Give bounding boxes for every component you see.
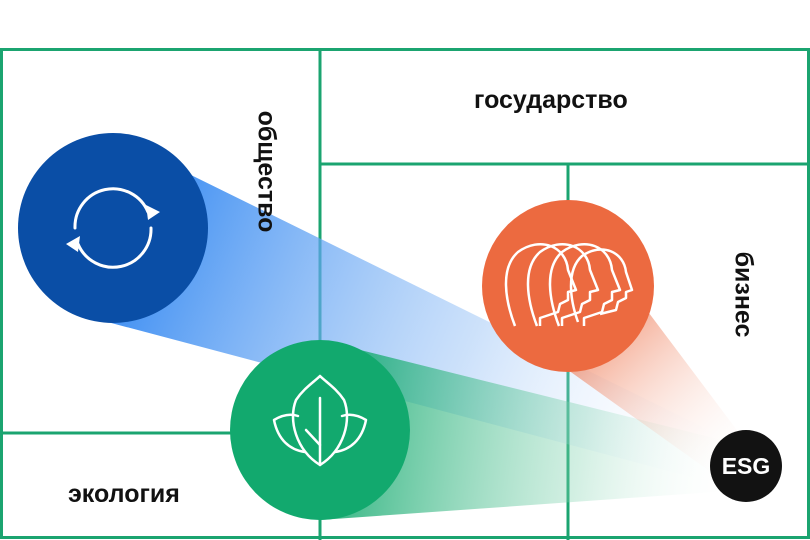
refresh-cycle-icon [66,187,160,269]
sector-label-ecology: экология [68,480,180,508]
society-node [18,133,208,323]
sector-label-business: бизнес [729,251,758,338]
society-beam [100,140,745,490]
sector-label-society: общество [252,110,281,233]
grid-border [0,48,810,539]
esg-label: ESG [722,453,771,479]
esg-badge: ESG [710,430,782,502]
leaf-icon [272,374,368,467]
business-node [482,200,654,372]
ecology-node [230,340,410,520]
ecology-beam [320,340,742,520]
sector-label-state: государство [474,86,628,114]
people-heads-icon [504,242,634,327]
